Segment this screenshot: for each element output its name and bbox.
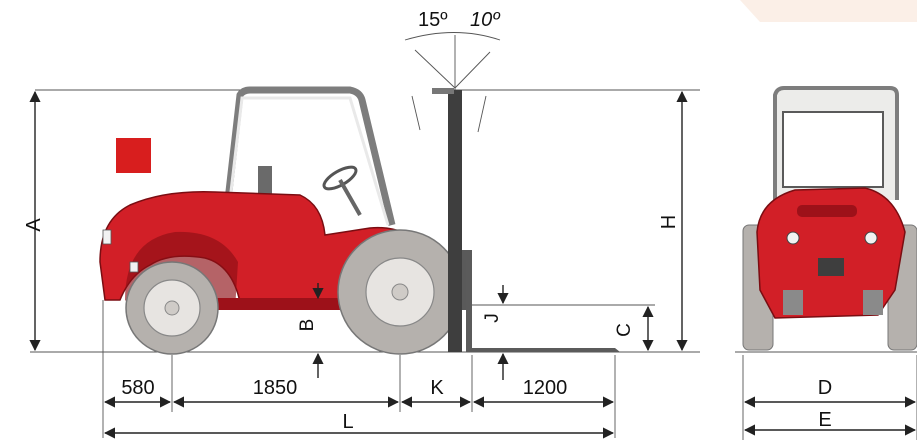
tilt-indicator: 15º 10º [404,9,501,133]
dim-j-label: J [482,313,503,323]
mast [448,90,462,352]
dim-wheelbase: 1850 [253,377,298,399]
corner-decoration [740,0,917,22]
seat [258,166,272,200]
dimension-j: J [482,285,509,380]
forklift-front-view [742,86,917,351]
tilt-back-angle: 15º [418,9,448,31]
dim-c-label: C [614,323,635,337]
dim-k-label: K [430,377,444,399]
dim-h-label: H [658,215,680,229]
reference-lines [30,89,917,353]
bottom-dimensions: 580 1850 K 1200 L [102,300,616,439]
red-square-badge-icon [116,138,151,173]
dim-d-label: D [818,377,832,399]
front-wheel [337,229,463,355]
front-dimensions: D E [742,355,917,440]
dim-e-label: E [818,409,831,431]
cab-frame [224,86,396,226]
dim-a-label: A [23,218,45,232]
dim-l-label: L [342,411,353,433]
dimension-c: C [614,305,654,352]
dimension-h: H [658,90,688,352]
forklift-side-view [99,86,620,355]
steering-wheel [322,165,358,191]
dim-front-overhang: 580 [121,377,154,399]
dim-b-label: B [297,319,318,332]
tilt-forward-angle: 10º [470,9,501,31]
forks [466,260,620,352]
dim-fork-length: 1200 [523,377,568,399]
dimension-b: B [297,283,324,378]
dimension-a: A [23,90,45,352]
rear-wheel [125,261,219,355]
